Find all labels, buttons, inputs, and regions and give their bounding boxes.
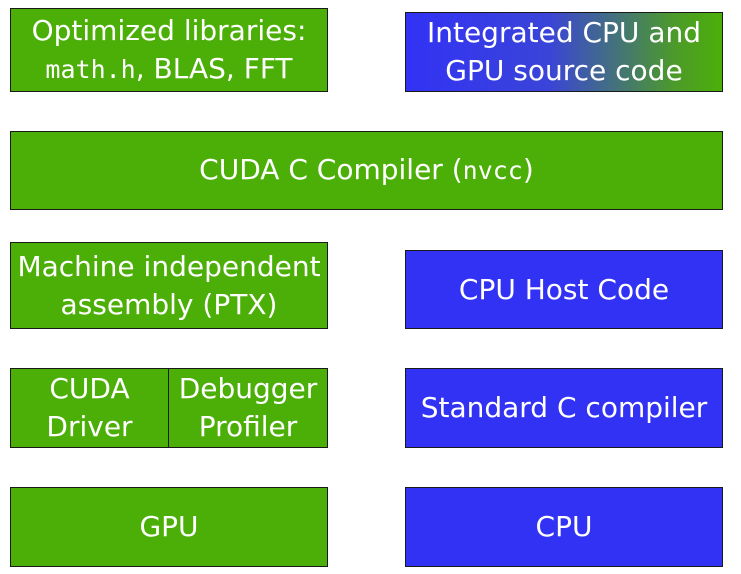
ptx-assembly-box: Machine independent assembly (PTX): [10, 242, 328, 329]
ptx-line2: assembly (PTX): [60, 287, 278, 321]
debugger-profiler-cell: Debugger Profiler: [169, 369, 327, 447]
math-h-code: math.h: [45, 54, 136, 84]
compiler-suffix: ): [522, 153, 534, 186]
cuda-c-compiler-label: CUDA C Compiler (nvcc): [199, 151, 534, 190]
optimized-libraries-box: Optimized libraries: math.h, BLAS, FFT: [10, 8, 328, 92]
standard-c-compiler-box: Standard C compiler: [405, 368, 723, 448]
ptx-line1: Machine independent: [17, 249, 321, 283]
integrated-source-code-text: Integrated CPU and GPU source code: [427, 14, 701, 90]
profiler-line: Profiler: [198, 410, 298, 443]
cuda-driver-line1: CUDA: [49, 372, 130, 405]
cpu-host-code-label: CPU Host Code: [458, 272, 670, 306]
integrated-source-line1: Integrated CPU and: [426, 16, 702, 49]
standard-c-compiler-label: Standard C compiler: [420, 391, 708, 424]
integrated-source-line2: GPU source code: [445, 54, 683, 87]
cuda-c-compiler-box: CUDA C Compiler (nvcc): [10, 131, 723, 210]
driver-debugger-box: CUDA Driver Debugger Profiler: [10, 368, 328, 448]
driver-debugger-divider: [168, 369, 169, 447]
cpu-label: CPU: [535, 510, 593, 543]
optimized-libraries-title: Optimized libraries:: [31, 13, 307, 47]
libraries-rest: , BLAS, FFT: [135, 51, 293, 85]
integrated-source-code-box: Integrated CPU and GPU source code: [405, 12, 723, 92]
compiler-prefix: CUDA C Compiler (: [199, 153, 463, 186]
cpu-host-code-box: CPU Host Code: [405, 250, 723, 329]
gpu-label: GPU: [139, 510, 199, 543]
ptx-assembly-text: Machine independent assembly (PTX): [17, 248, 320, 324]
cuda-driver-line2: Driver: [46, 410, 133, 443]
cpu-box: CPU: [405, 487, 723, 567]
gpu-box: GPU: [10, 487, 328, 567]
nvcc-code: nvcc: [462, 156, 523, 185]
debugger-line: Debugger: [178, 372, 318, 405]
cuda-driver-cell: CUDA Driver: [11, 369, 168, 447]
optimized-libraries-text: Optimized libraries: math.h, BLAS, FFT: [32, 12, 307, 89]
optimized-libraries-list: math.h, BLAS, FFT: [32, 50, 307, 89]
